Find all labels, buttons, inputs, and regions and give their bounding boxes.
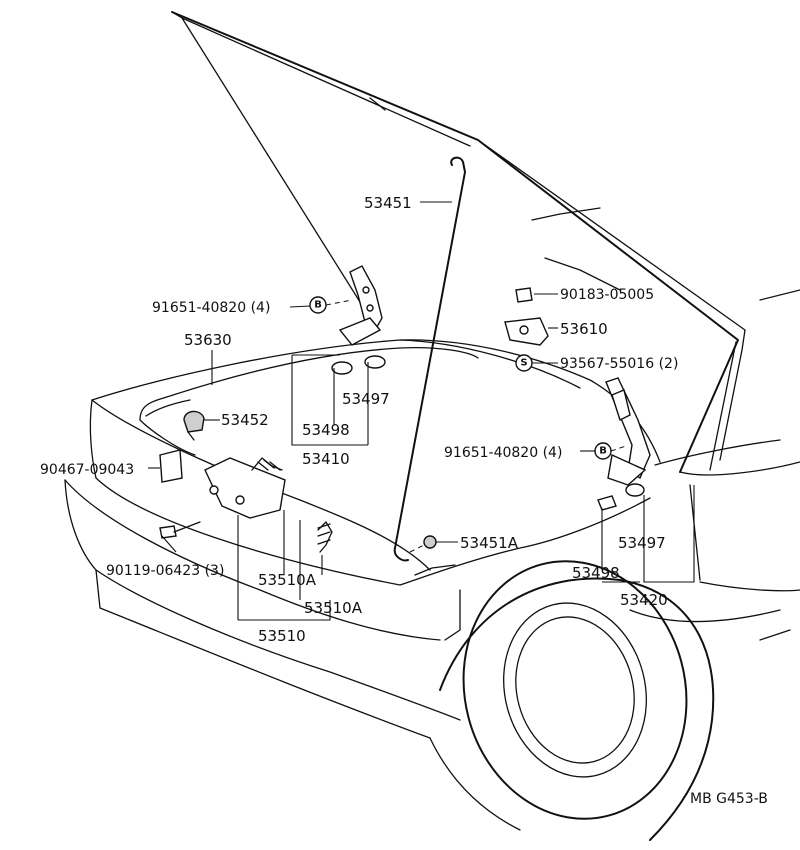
label-91651-right: 91651-40820 (4) [444, 445, 562, 461]
drawing-code: MB G453-B [690, 791, 768, 807]
left-hood-hinge [338, 265, 383, 346]
label-53451A: 53451A [460, 534, 519, 552]
hood-seal [139, 346, 479, 456]
retainer-53498-right [597, 495, 617, 511]
label-53451: 53451 [364, 194, 412, 212]
label-53410: 53410 [302, 450, 350, 468]
label-53452: 53452 [221, 411, 269, 429]
label-53510A-upper: 53510A [258, 571, 317, 589]
label-90119: 90119-06423 (3) [106, 563, 224, 579]
badge-b-right: B [594, 442, 612, 460]
retainer-53497-left [331, 361, 353, 375]
badge-b-left: B [309, 296, 327, 314]
label-91651-left: 91651-40820 (4) [152, 300, 270, 316]
hood-panel [171, 11, 746, 473]
cushion-clip [183, 410, 205, 441]
retainer-53497-right [625, 483, 645, 497]
label-93567: 93567-55016 (2) [560, 356, 678, 372]
rod-holder [423, 535, 437, 549]
label-53610: 53610 [560, 320, 608, 338]
retainer-53498-left [364, 355, 386, 369]
label-53510: 53510 [258, 627, 306, 645]
label-53497-left: 53497 [342, 390, 390, 408]
car-body [64, 289, 800, 841]
label-53510A-lower: 53510A [304, 599, 363, 617]
label-53630: 53630 [184, 331, 232, 349]
label-53497-right: 53497 [618, 534, 666, 552]
svg-text:S: S [520, 358, 527, 369]
right-hood-hinge [605, 377, 651, 486]
hood-support-rod [393, 156, 466, 562]
label-53498-left: 53498 [302, 421, 350, 439]
part-labels: 53451 91651-40820 (4) 53630 53452 53497 … [40, 194, 768, 807]
label-53420: 53420 [620, 591, 668, 609]
svg-text:B: B [314, 300, 322, 311]
label-53498-right: 53498 [572, 564, 620, 582]
hood-lock-assy [159, 449, 333, 553]
badge-s-right: S [515, 354, 533, 372]
label-90467: 90467-09043 [40, 462, 134, 478]
leader-lines [148, 201, 695, 621]
hood-lock-striker [504, 287, 549, 346]
label-90183: 90183-05005 [560, 287, 654, 303]
svg-text:B: B [599, 446, 607, 457]
